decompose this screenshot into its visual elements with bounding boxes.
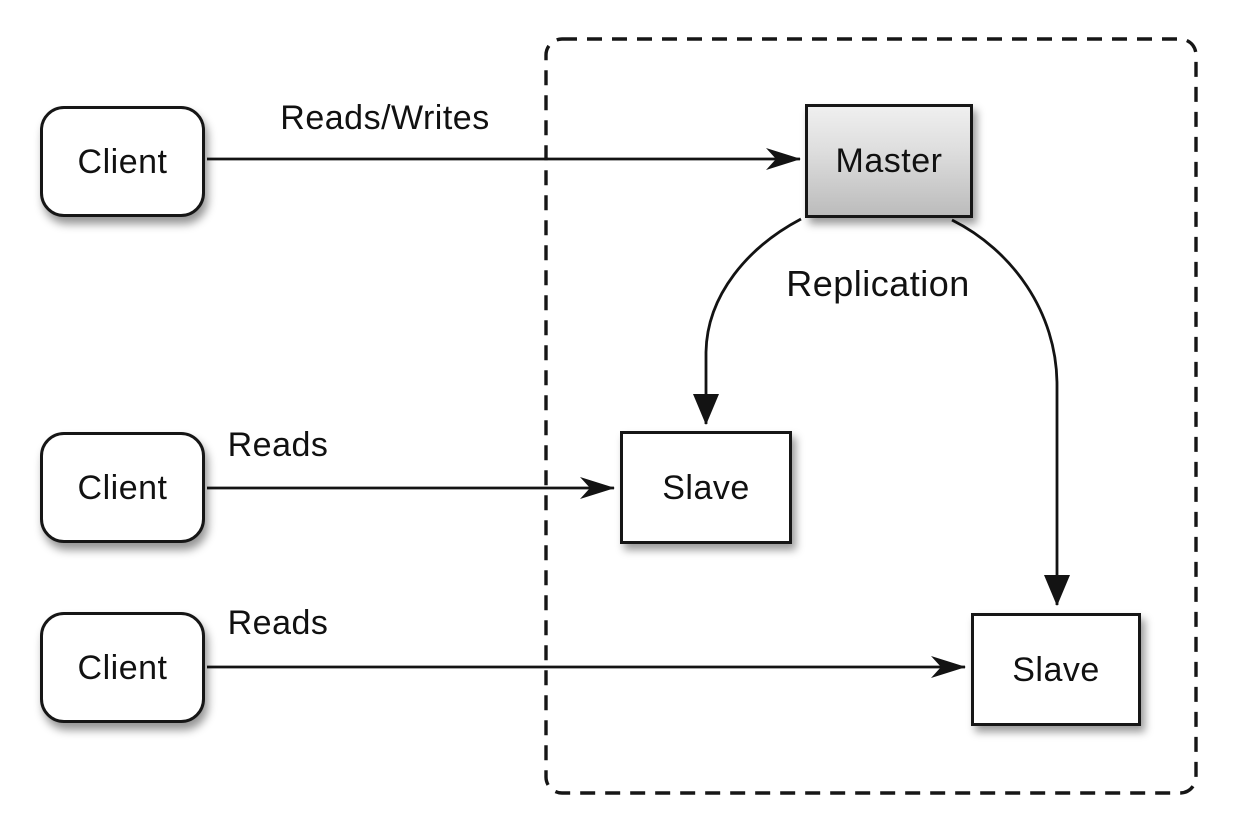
edge-label-reads-writes: Reads/Writes [280,99,490,137]
node-slave-1-label: Slave [662,468,750,507]
node-slave-1: Slave [620,431,792,544]
node-client-3: Client [40,612,205,723]
server-group-dashed-border [544,37,1198,795]
node-slave-2-label: Slave [1012,650,1100,689]
node-client-2-label: Client [77,468,168,507]
node-master-label: Master [835,142,943,180]
node-master: Master [805,104,973,218]
node-slave-2: Slave [971,613,1141,726]
arrow-master-to-slave2 [951,218,1070,606]
node-client-3-label: Client [77,648,168,687]
edge-label-reads-2: Reads [227,604,329,642]
edge-label-reads-1: Reads [227,426,329,464]
node-client-1: Client [40,106,205,217]
arrow-master-to-slave1 [693,217,802,425]
edge-label-replication: Replication [786,263,970,304]
node-client-1-label: Client [77,142,168,181]
node-client-2: Client [40,432,205,543]
